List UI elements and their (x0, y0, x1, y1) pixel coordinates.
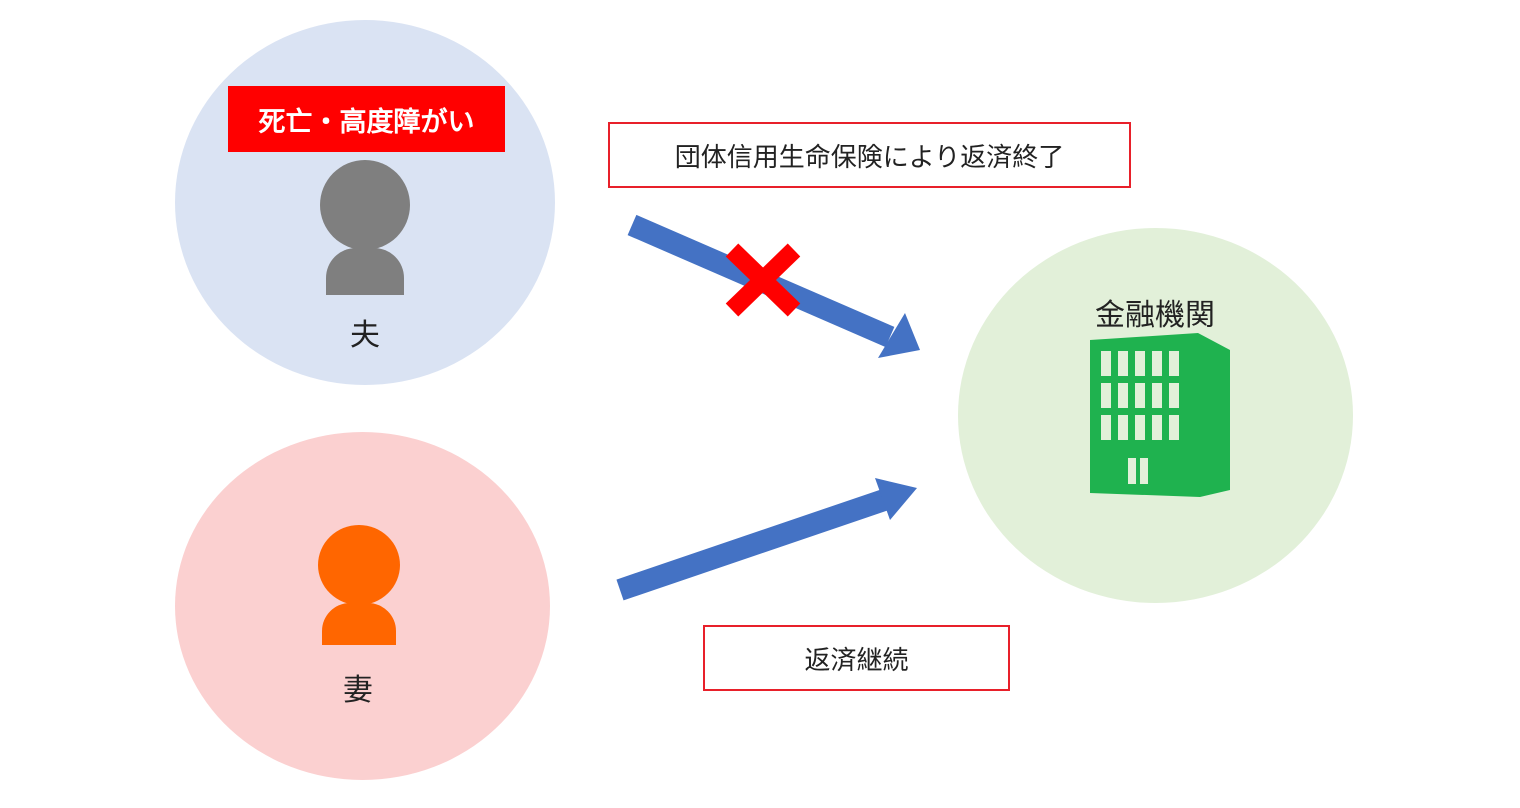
building-window (1101, 351, 1111, 376)
building-window (1152, 351, 1162, 376)
husband-person-icon (320, 160, 410, 295)
husband-label: 夫 (350, 318, 380, 353)
building-window (1135, 351, 1145, 376)
building-window (1118, 383, 1128, 408)
building-window (1135, 383, 1145, 408)
building-window (1101, 415, 1111, 440)
building-window (1169, 383, 1179, 408)
label-repayment-continues: 返済継続 (703, 625, 1010, 691)
building-window (1135, 415, 1145, 440)
wife-person-icon (318, 525, 400, 645)
husband-status-badge: 死亡・高度障がい (228, 86, 505, 152)
building-window (1152, 383, 1162, 408)
building-window (1169, 415, 1179, 440)
building-window (1101, 383, 1111, 408)
building-window (1169, 351, 1179, 376)
arrow-wife-to-bank (616, 478, 917, 601)
cross-icon (725, 243, 801, 317)
building-window (1118, 415, 1128, 440)
building-window (1118, 351, 1128, 376)
label-repayment-ended: 団体信用生命保険により返済終了 (608, 122, 1131, 188)
building-window (1152, 415, 1162, 440)
wife-label: 妻 (343, 673, 373, 708)
building-icon (1090, 333, 1230, 497)
bank-label: 金融機関 (1095, 298, 1215, 333)
